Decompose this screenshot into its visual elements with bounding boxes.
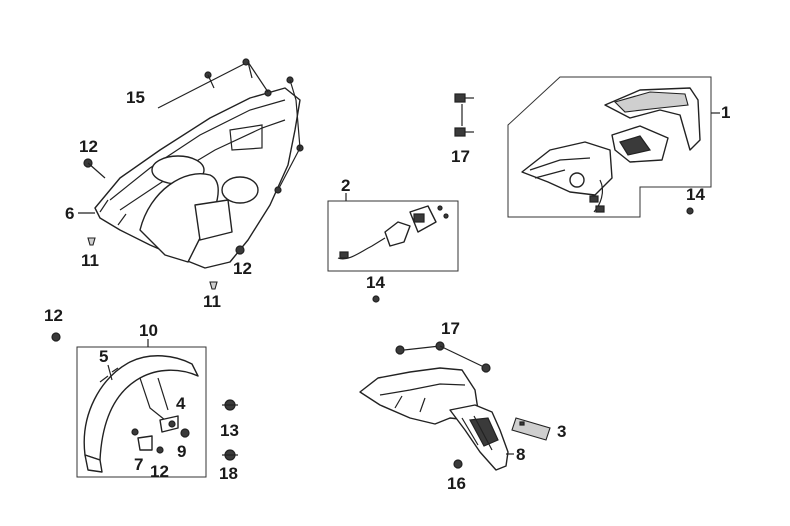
callout-4: 4 bbox=[176, 394, 186, 413]
part-1-frame bbox=[507, 76, 712, 218]
part-14-screw-center bbox=[372, 295, 380, 303]
callout-17-bottom: 17 bbox=[441, 319, 460, 338]
callout-16: 16 bbox=[447, 474, 466, 493]
callout-12-fender: 12 bbox=[150, 462, 169, 481]
part-2-assembly bbox=[337, 205, 449, 260]
part-7-clip bbox=[131, 428, 153, 451]
part-18-bolt bbox=[222, 449, 238, 461]
callout-9: 9 bbox=[177, 442, 187, 461]
part-4-bracket bbox=[159, 415, 179, 433]
part-2-box bbox=[327, 200, 459, 272]
part-11-clip-center bbox=[209, 281, 218, 290]
part-5-front-fender bbox=[83, 355, 199, 473]
callout-7: 7 bbox=[134, 455, 144, 474]
callout-12-upper-left: 12 bbox=[79, 137, 98, 156]
callout-2: 2 bbox=[341, 176, 351, 195]
part-17-bolts-top bbox=[454, 93, 474, 137]
part-17-bolts-bottom bbox=[395, 341, 491, 373]
part-11-clip-left bbox=[87, 237, 96, 246]
callout-10: 10 bbox=[139, 321, 158, 340]
callout-8: 8 bbox=[516, 445, 526, 464]
leader-5 bbox=[107, 364, 113, 381]
callout-13: 13 bbox=[220, 421, 239, 440]
part-12-nut-fender bbox=[156, 446, 164, 454]
part-9-nut bbox=[180, 428, 190, 438]
part-16-nut bbox=[453, 459, 463, 469]
part-13-bolt bbox=[222, 399, 238, 411]
callout-12-center: 12 bbox=[233, 259, 252, 278]
part-6-rear-cover bbox=[94, 87, 301, 269]
callout-6: 6 bbox=[65, 204, 75, 223]
callout-11-left: 11 bbox=[81, 251, 99, 270]
part-12-nut-far-left bbox=[51, 332, 61, 342]
callout-14-right: 14 bbox=[686, 185, 705, 204]
part-12-nut-left bbox=[83, 158, 106, 179]
callout-17-top: 17 bbox=[451, 147, 470, 166]
part-3-reflector bbox=[511, 417, 551, 441]
callout-15: 15 bbox=[126, 88, 145, 107]
callout-3: 3 bbox=[557, 422, 567, 441]
part-14-screw-right bbox=[686, 207, 694, 215]
part-8-rear-mudguard bbox=[359, 367, 509, 471]
part-1-tail-light bbox=[521, 87, 701, 213]
callout-18: 18 bbox=[219, 464, 238, 483]
callout-14-center: 14 bbox=[366, 273, 385, 292]
part-15-screws bbox=[157, 58, 304, 194]
callout-1: 1 bbox=[721, 103, 731, 122]
callout-11-center: 11 bbox=[203, 292, 221, 311]
callout-5: 5 bbox=[99, 347, 109, 366]
part-12-nut-center bbox=[235, 245, 245, 255]
part-10-box bbox=[76, 346, 207, 478]
callout-12-far-left: 12 bbox=[44, 306, 63, 325]
